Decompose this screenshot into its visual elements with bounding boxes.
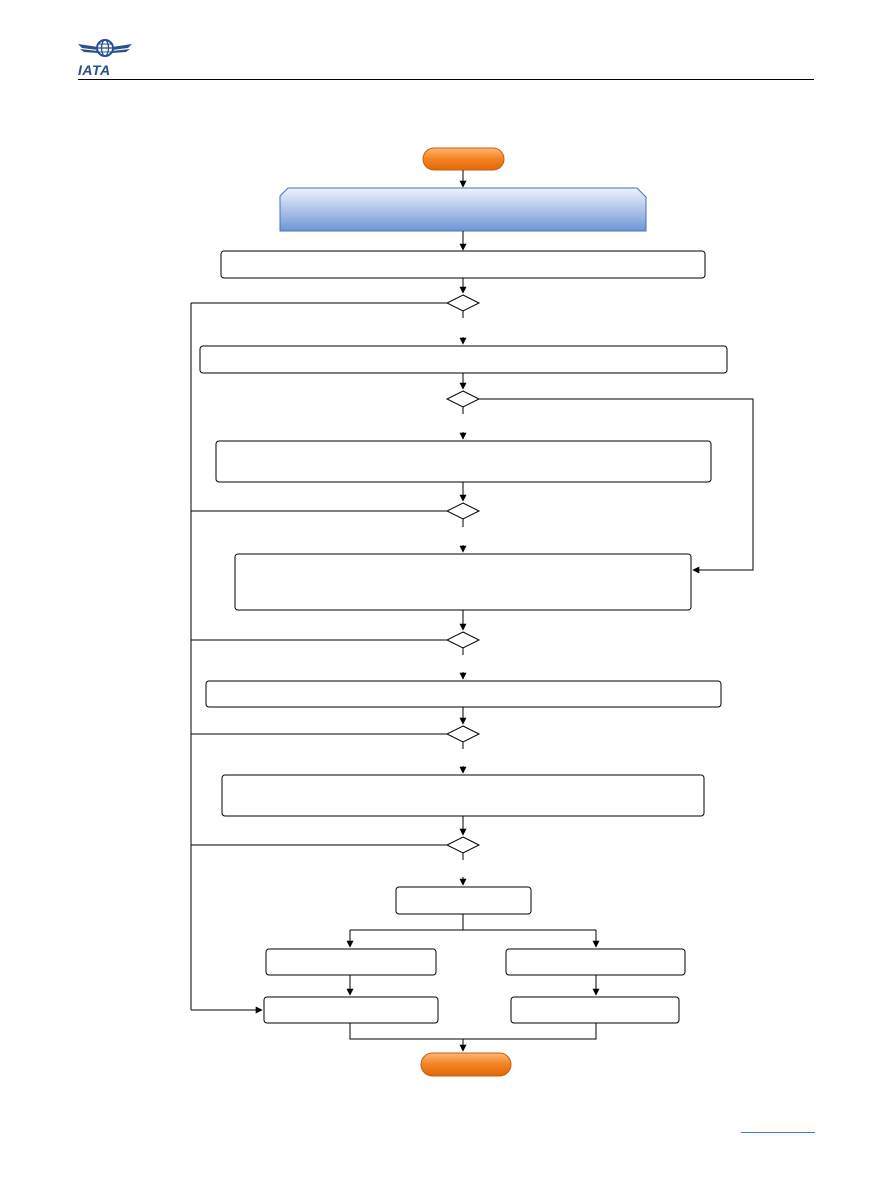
bypass-right	[479, 398, 754, 574]
decision-1	[445, 294, 481, 312]
iata-logo	[76, 34, 134, 76]
decision-4	[445, 631, 481, 649]
process-box-6	[221, 774, 705, 817]
process-box-4	[234, 553, 692, 611]
decision-6	[445, 836, 481, 854]
process-box-8	[265, 948, 437, 976]
process-box-1	[220, 250, 706, 279]
decision-3	[445, 502, 481, 520]
footer-link[interactable]	[741, 1132, 815, 1133]
header-rule	[78, 79, 814, 80]
globe-wings-icon	[78, 39, 132, 57]
process-box-3	[215, 440, 712, 483]
decision-5	[445, 725, 481, 743]
process-box-10	[263, 996, 439, 1024]
process-box-11	[510, 996, 680, 1024]
decision-2	[445, 390, 481, 408]
merge-line	[349, 1023, 597, 1040]
header-process-box	[279, 187, 647, 232]
end-terminator	[420, 1052, 512, 1077]
process-box-9	[505, 948, 686, 976]
start-terminator	[422, 147, 505, 171]
logo-wordmark: IATA	[78, 62, 111, 78]
process-box-5	[205, 680, 722, 708]
process-box-2	[199, 345, 728, 374]
process-box-7	[395, 886, 532, 915]
